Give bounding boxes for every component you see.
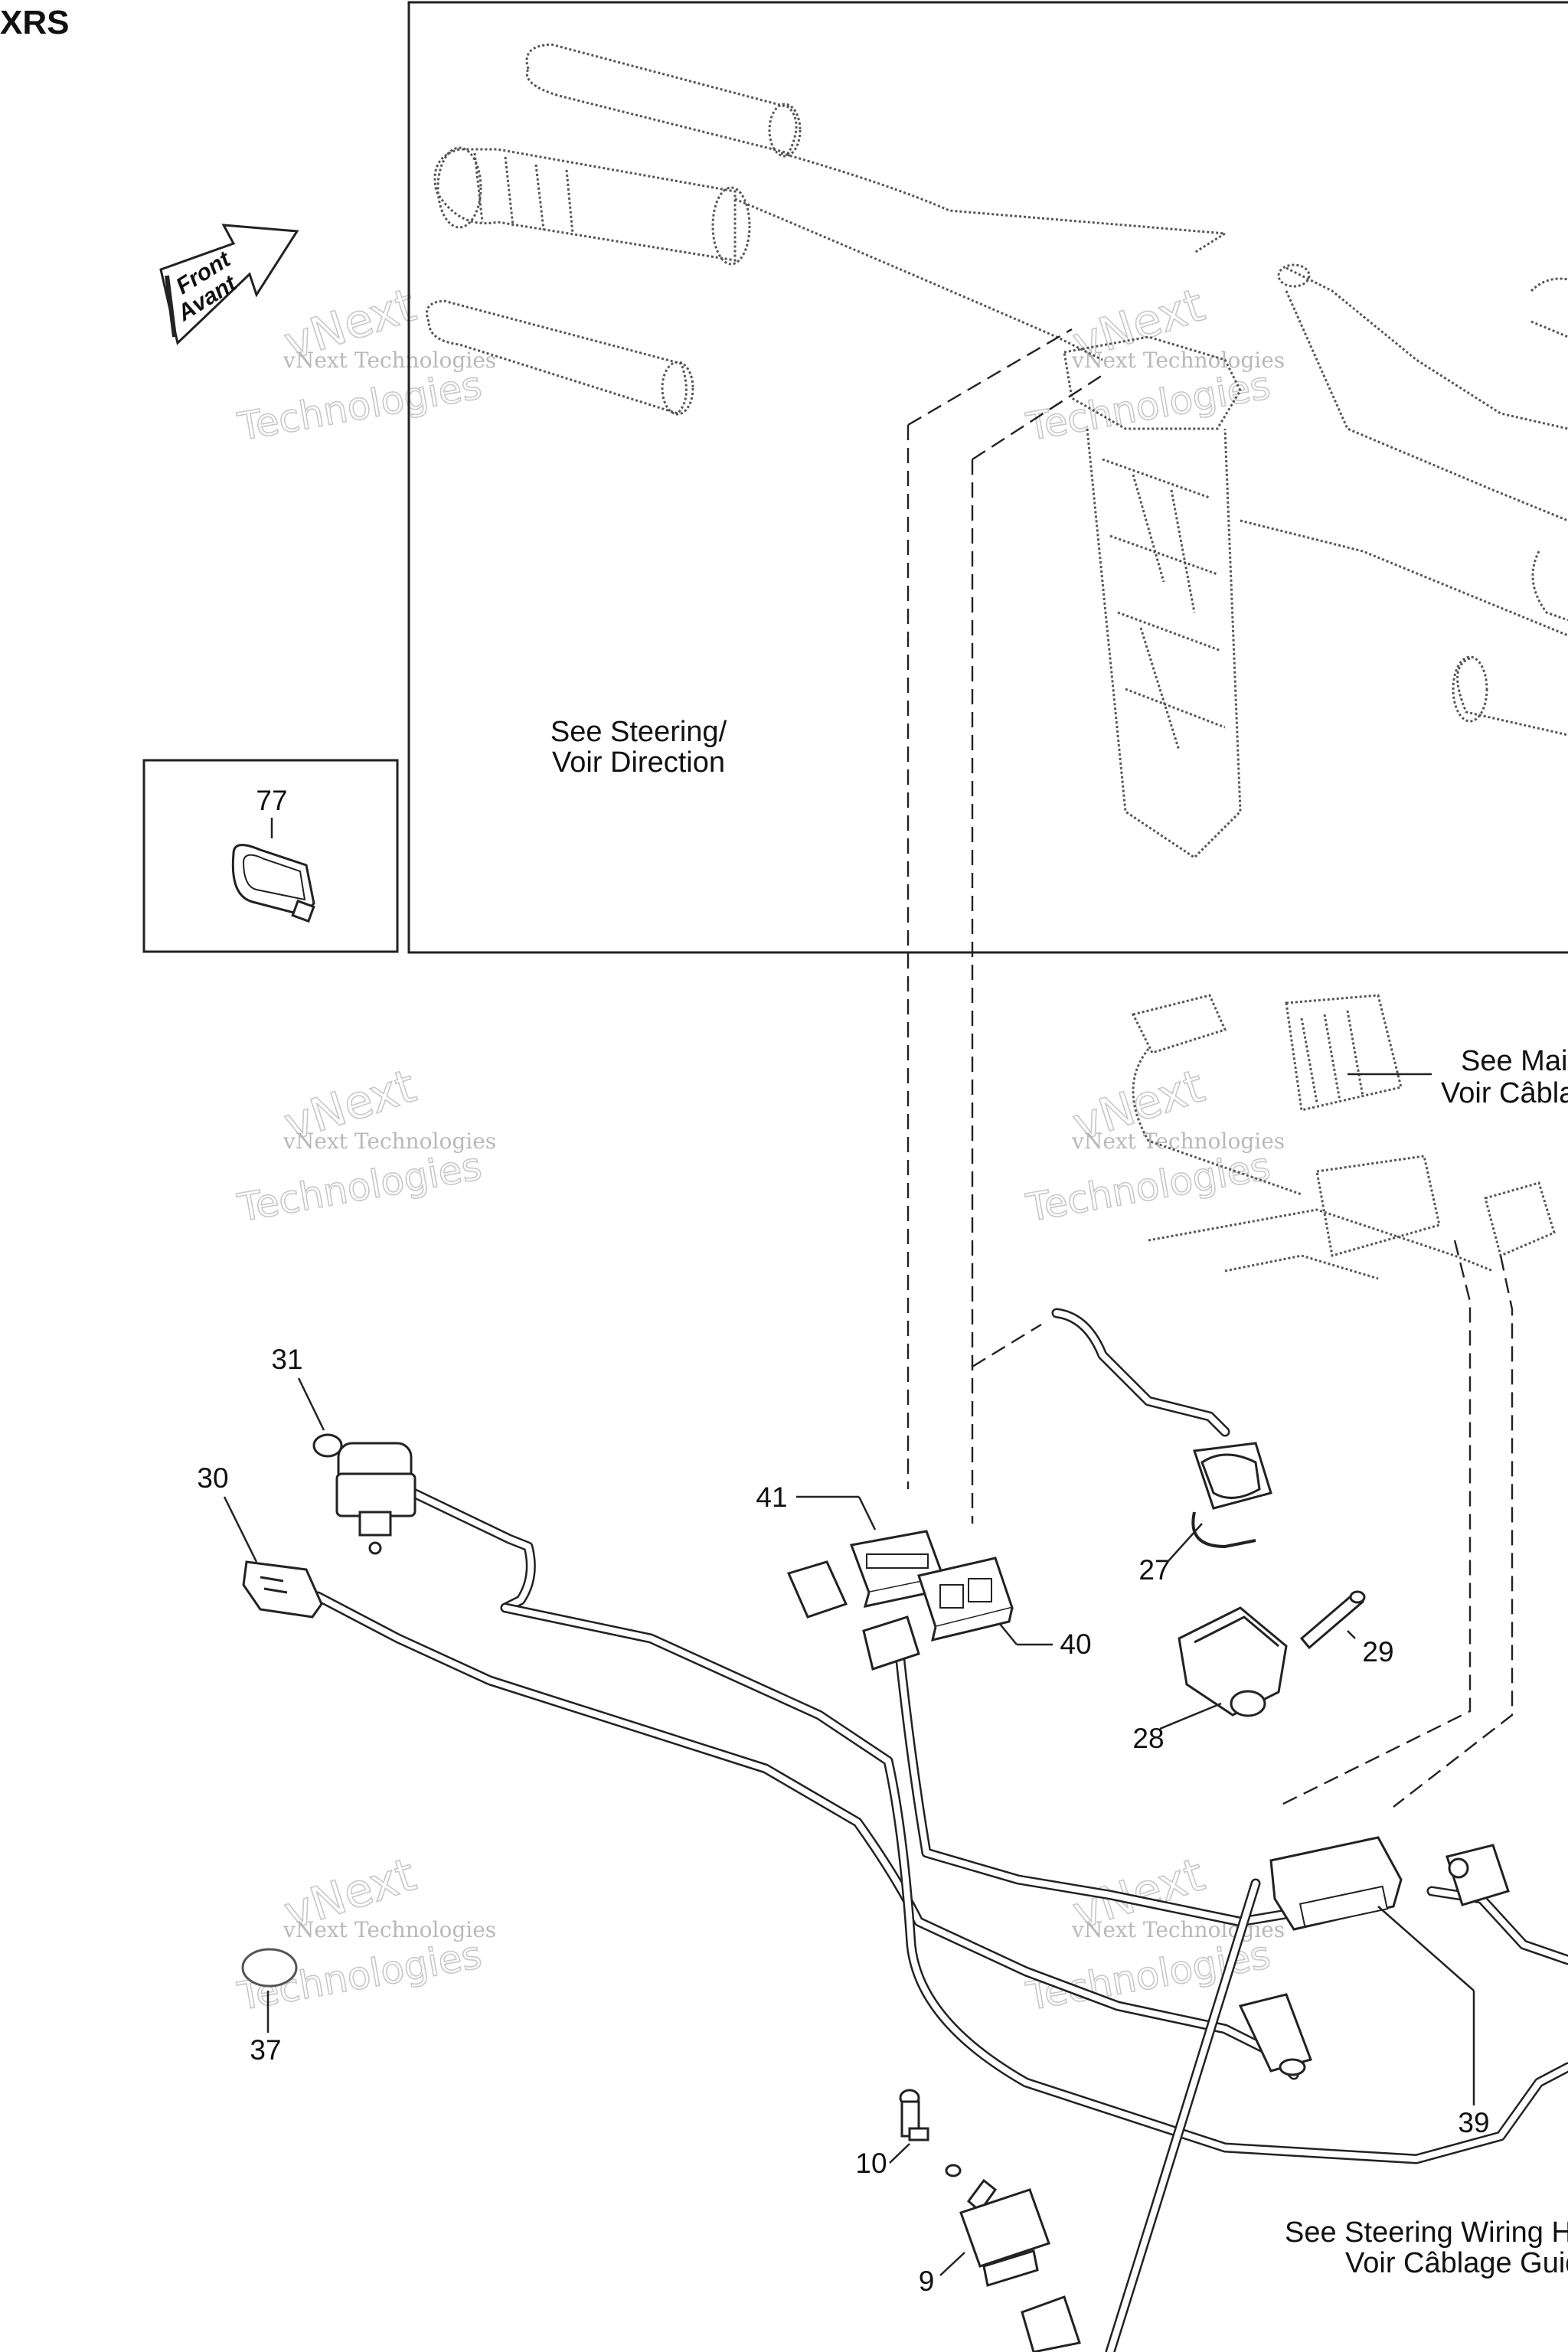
part-10-bulb — [899, 2089, 962, 2177]
reference-dashed-lines — [906, 328, 1514, 1808]
bottom-connector — [1238, 1993, 1312, 2076]
callout-10: 10 — [855, 2148, 887, 2179]
wiring-harness — [312, 1308, 1568, 2352]
connector-pair — [786, 1560, 920, 1671]
callout-29: 29 — [1362, 1636, 1393, 1668]
main-harness-note-line2: Voir Câbla — [1441, 1077, 1568, 1109]
callout-77: 77 — [256, 785, 287, 816]
callout-30: 30 — [197, 1462, 228, 1494]
watermark-text: vNext Technologies — [1071, 1129, 1285, 1154]
steering-wiring-note-line2: Voir Câblage Guid — [1345, 2247, 1568, 2279]
steering-note-line2: Voir Direction — [552, 746, 725, 779]
watermark: vNext vNext Technologies Technologies — [1022, 1059, 1285, 1231]
callout-27: 27 — [1138, 1554, 1170, 1586]
callout-40: 40 — [1060, 1628, 1091, 1660]
callout-9: 9 — [919, 2265, 935, 2297]
main-harness-note-line1: See Mai — [1461, 1045, 1567, 1077]
callout-28: 28 — [1132, 1723, 1164, 1754]
watermark-text: vNext Technologies — [283, 1917, 496, 1942]
part-39-module — [1269, 1836, 1403, 1931]
main-harness-ghost — [1131, 994, 1556, 1280]
bottom-harness-connector — [1021, 2295, 1081, 2352]
part-77-clip — [231, 844, 315, 923]
handlebar-ghost-illustration — [426, 43, 1568, 859]
watermark-technologies: Technologies — [1023, 1144, 1273, 1230]
watermark-text: vNext Technologies — [1071, 348, 1285, 373]
watermark: vNext vNext Technologies Technologies — [1022, 278, 1285, 450]
callout-39: 39 — [1458, 2107, 1489, 2138]
watermark-technologies: Technologies — [234, 1144, 485, 1230]
callout-41: 41 — [756, 1481, 787, 1513]
part-30-sensor — [242, 1560, 323, 1619]
watermark-technologies: Technologies — [234, 363, 485, 449]
watermark: vNext vNext Technologies Technologies — [1022, 1847, 1285, 2020]
model-label: XRS — [0, 4, 69, 41]
callout-37: 37 — [250, 2034, 281, 2066]
watermark: vNext vNext Technologies Technologies — [234, 278, 496, 450]
watermark-text: vNext Technologies — [283, 348, 496, 373]
watermark: vNext vNext Technologies Technologies — [234, 1059, 496, 1231]
part-29-pin — [1299, 1590, 1366, 1650]
part-27-mount — [1191, 1442, 1272, 1549]
steering-reference-box — [407, 1, 1568, 954]
watermark-text: vNext Technologies — [283, 1129, 496, 1154]
part-28-sleeve — [1178, 1606, 1288, 1717]
part-31-switch — [312, 1433, 416, 1555]
watermark: vNext vNext Technologies Technologies — [234, 1847, 496, 2020]
part-40-connector — [917, 1557, 1014, 1642]
right-connector — [1446, 1844, 1510, 1906]
steering-wiring-note-line1: See Steering Wiring H — [1285, 2216, 1568, 2249]
part-37-plug — [241, 1948, 298, 1988]
steering-note-line1: See Steering/ — [550, 716, 727, 748]
inset-box — [142, 759, 399, 953]
part-9-switch — [959, 2178, 1050, 2287]
callout-31: 31 — [271, 1344, 302, 1375]
front-arrow-icon: Front Avant — [159, 224, 299, 345]
watermark-technologies: Technologies — [1023, 363, 1273, 449]
